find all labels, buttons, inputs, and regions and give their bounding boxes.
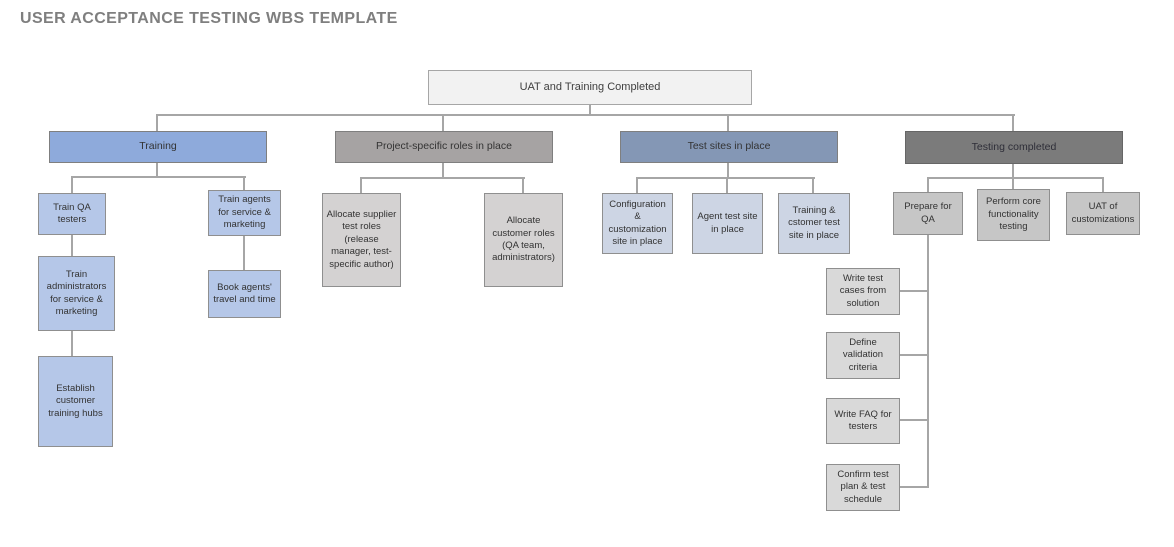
connector-line — [927, 177, 929, 488]
node-write-test-cases: Write test cases from solution — [826, 268, 900, 315]
node-testing-completed-header: Testing completed — [905, 131, 1123, 164]
connector-line — [899, 486, 928, 488]
node-roles-header: Project-specific roles in place — [335, 131, 553, 163]
node-train-agents: Train agents for service & marketing — [208, 190, 281, 236]
connector-line — [899, 419, 928, 421]
node-training-header: Training — [49, 131, 267, 163]
connector-line — [72, 176, 246, 178]
connector-line — [361, 177, 525, 179]
connector-line — [360, 177, 362, 193]
node-train-administrators: Train administrators for service & marke… — [38, 256, 115, 331]
node-confirm-test-plan: Confirm test plan & test schedule — [826, 464, 900, 511]
connector-line — [157, 114, 1015, 116]
node-training-customer-site: Training & cstomer test site in place — [778, 193, 850, 254]
node-agent-test-site: Agent test site in place — [692, 193, 763, 254]
node-establish-training-hubs: Establish customer training hubs — [38, 356, 113, 447]
connector-line — [928, 177, 1104, 179]
node-write-faq: Write FAQ for testers — [826, 398, 900, 444]
connector-line — [522, 177, 524, 193]
node-prepare-for-qa: Prepare for QA — [893, 192, 963, 235]
node-define-validation-criteria: Define validation criteria — [826, 332, 900, 379]
node-uat-training-completed: UAT and Training Completed — [428, 70, 752, 105]
connector-line — [726, 177, 728, 193]
node-test-sites-header: Test sites in place — [620, 131, 838, 163]
connector-line — [589, 104, 591, 116]
node-allocate-supplier-roles: Allocate supplier test roles (release ma… — [322, 193, 401, 287]
page-title: USER ACCEPTANCE TESTING WBS TEMPLATE — [20, 10, 398, 27]
node-perform-core-testing: Perform core functionality testing — [977, 189, 1050, 241]
connector-line — [812, 177, 814, 193]
connector-line — [899, 354, 928, 356]
connector-line — [636, 177, 638, 193]
connector-line — [1102, 177, 1104, 192]
node-allocate-customer-roles: Allocate customer roles (QA team, admini… — [484, 193, 563, 287]
connector-line — [899, 290, 928, 292]
node-configuration-site: Configuration & customization site in pl… — [602, 193, 673, 254]
node-book-agents-travel: Book agents' travel and time — [208, 270, 281, 318]
node-uat-of-customizations: UAT of customizations — [1066, 192, 1140, 235]
node-train-qa-testers: Train QA testers — [38, 193, 106, 235]
